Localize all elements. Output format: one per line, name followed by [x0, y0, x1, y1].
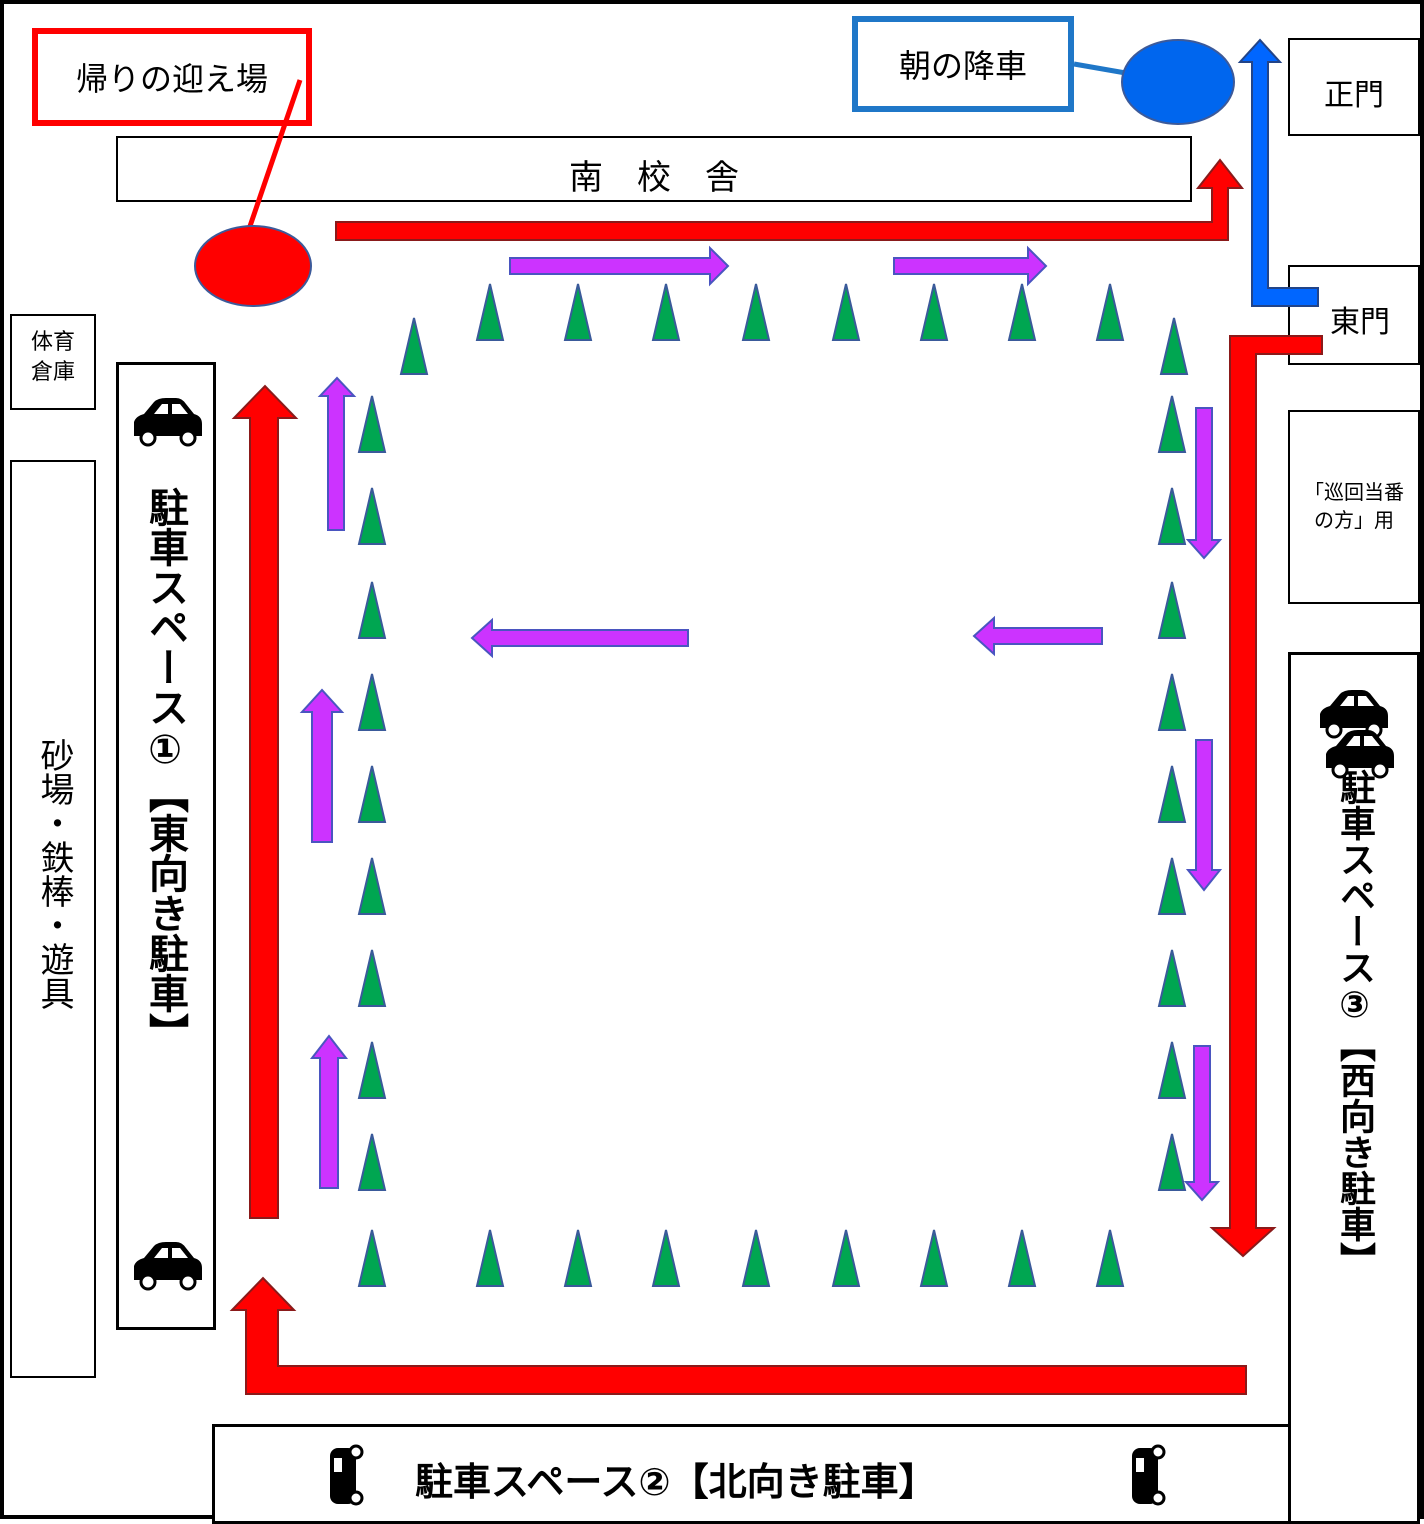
main-gate: 正門 — [1288, 38, 1420, 136]
cone-marker — [1157, 1041, 1187, 1099]
south-school-building: 南 校 舎 — [116, 136, 1192, 202]
east-gate: 東門 — [1288, 265, 1420, 365]
car-icon-space2-right — [1130, 1444, 1166, 1506]
exit-route-right-down — [1209, 335, 1323, 1258]
pickup-point — [194, 225, 312, 307]
cone-marker — [1157, 673, 1187, 731]
pickup-callout: 帰りの迎え場 — [32, 28, 312, 126]
flow-arrow-bottom-2 — [972, 615, 1103, 657]
cone-marker — [357, 581, 387, 639]
cone-marker — [651, 1229, 681, 1287]
cone-marker — [1007, 1229, 1037, 1287]
cone-marker — [741, 1229, 771, 1287]
cone-marker — [1095, 283, 1125, 341]
flow-arrow-bottom-1 — [470, 617, 689, 659]
exit-route-bottom — [229, 1276, 1247, 1395]
flow-arrow-left-2 — [299, 688, 345, 843]
exit-route-top — [335, 158, 1245, 241]
gym-storage-label: 体育 倉庫 — [30, 330, 75, 385]
patrol-area: 「巡回当番 の方」用 — [1288, 410, 1420, 604]
dropoff-point — [1121, 39, 1235, 125]
cone-marker — [741, 283, 771, 341]
cone-marker — [357, 1041, 387, 1099]
cone-marker — [1157, 949, 1187, 1007]
cone-marker — [919, 1229, 949, 1287]
cone-marker — [831, 1229, 861, 1287]
cone-marker — [1157, 487, 1187, 545]
cone-marker — [357, 487, 387, 545]
flow-arrow-right-3 — [1183, 1045, 1221, 1202]
pickup-callout-label: 帰りの迎え場 — [75, 60, 268, 98]
cone-marker — [357, 857, 387, 915]
sandbox-area: 砂場・鉄棒・遊具 — [10, 460, 96, 1378]
exit-route-left-up — [231, 384, 299, 1219]
cone-marker — [357, 949, 387, 1007]
cone-marker — [1095, 1229, 1125, 1287]
flow-arrow-top-1 — [509, 245, 730, 287]
dropoff-callout-label: 朝の降車 — [898, 47, 1027, 85]
parking-space-1-label: 駐車スペース①【東向き駐車】 — [142, 487, 188, 1053]
cone-marker — [651, 283, 681, 341]
cone-marker — [563, 283, 593, 341]
cone-marker — [1157, 581, 1187, 639]
flow-arrow-right-2 — [1185, 739, 1223, 892]
car-icon-space2-left — [328, 1444, 364, 1506]
east-gate-label: 東門 — [1330, 305, 1390, 340]
cone-marker — [475, 283, 505, 341]
parking-space-2: 駐車スペース②【北向き駐車】 — [212, 1424, 1292, 1524]
sandbox-label: 砂場・鉄棒・遊具 — [34, 738, 74, 1010]
parking-space-3: 駐車スペース③【西向き駐車】 — [1288, 652, 1420, 1524]
cone-markers — [357, 283, 1189, 1287]
flow-arrow-left-1 — [317, 376, 357, 531]
cone-marker — [1159, 317, 1189, 375]
cone-marker — [357, 395, 387, 453]
cone-marker — [357, 1133, 387, 1191]
parking-space-3-label: 駐車スペース③【西向き駐車】 — [1334, 769, 1375, 1278]
cone-marker — [357, 1229, 387, 1287]
car-icon-space3-top — [1318, 688, 1390, 739]
cone-marker — [1157, 857, 1187, 915]
cone-marker — [831, 283, 861, 341]
cone-marker — [1157, 765, 1187, 823]
dropoff-callout: 朝の降車 — [852, 16, 1074, 112]
cone-marker — [475, 1229, 505, 1287]
car-icon-space1-bottom — [132, 1240, 204, 1291]
car-icon-space1-top — [132, 396, 204, 447]
cone-marker — [357, 673, 387, 731]
parking-space-1: 駐車スペース①【東向き駐車】 — [116, 362, 216, 1330]
entry-route — [1237, 38, 1319, 307]
cone-marker — [1157, 395, 1187, 453]
cone-marker — [563, 1229, 593, 1287]
cone-marker — [1157, 1133, 1187, 1191]
flow-arrow-top-2 — [893, 245, 1048, 287]
cone-marker — [1007, 283, 1037, 341]
parking-space-2-label: 駐車スペース②【北向き駐車】 — [415, 1460, 937, 1504]
pickup-leader-line — [245, 79, 303, 233]
patrol-label: 「巡回当番 の方」用 — [1304, 480, 1404, 532]
flow-arrow-left-3 — [309, 1034, 349, 1189]
main-gate-label: 正門 — [1324, 78, 1384, 113]
exit-route — [229, 158, 1323, 1395]
flow-arrow-right-1 — [1185, 407, 1223, 560]
cone-marker — [919, 283, 949, 341]
flow-arrows — [299, 245, 1223, 1202]
south-school-label: 南 校 舎 — [569, 158, 739, 198]
cone-marker — [357, 765, 387, 823]
cone-marker — [399, 317, 429, 375]
gym-storage-building: 体育 倉庫 — [10, 314, 96, 410]
